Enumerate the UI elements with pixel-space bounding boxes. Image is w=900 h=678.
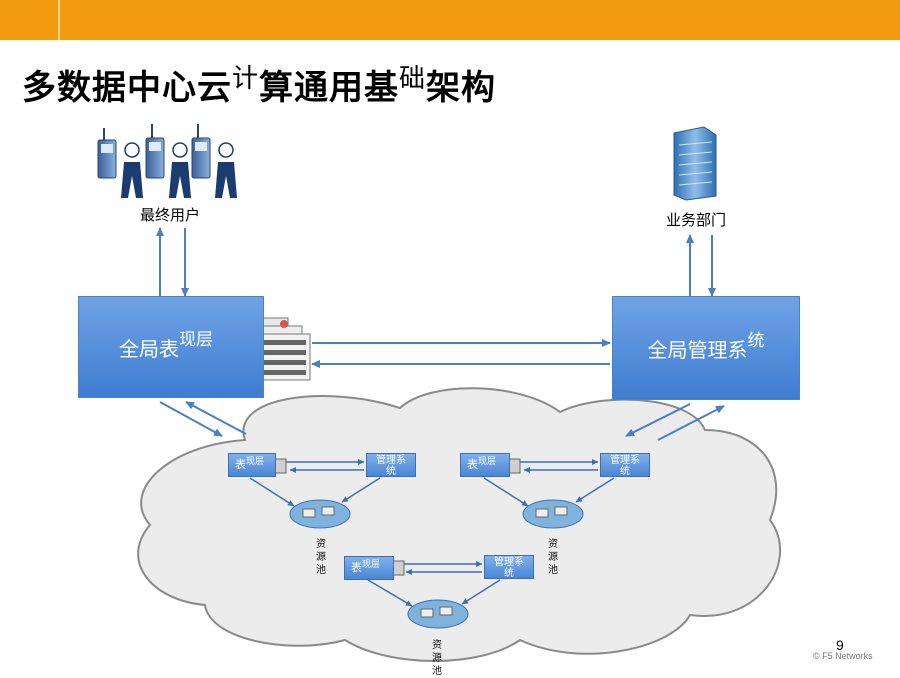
cluster-1-presentation-box: 表现层: [228, 453, 276, 477]
global-presentation-sup: 现层: [179, 329, 213, 349]
end-users-icon: [97, 124, 237, 198]
global-presentation-label: 全局表: [119, 338, 179, 361]
title-sup-2: 础: [399, 64, 427, 94]
person-icon: [215, 142, 237, 198]
cluster-1-pres-main: 表: [235, 458, 246, 471]
cluster-2-pres-main: 表: [467, 458, 478, 471]
title-part-2: 算通用基: [259, 68, 400, 108]
cluster-3-pool-label: 资源池: [432, 640, 442, 677]
header-divider: [58, 0, 60, 40]
title-part-3: 架构: [426, 68, 497, 108]
office-building-icon: [673, 126, 717, 201]
top-arrows: [156, 227, 725, 441]
copyright-text: © F5 Networks: [813, 651, 873, 661]
page-number: 9: [836, 637, 844, 653]
page-title: 多数据中心云计算通用基础架构: [22, 60, 496, 109]
global-management-label: 全局管理系: [647, 339, 748, 362]
title-sup-1: 计: [232, 64, 260, 94]
header-bar: [0, 0, 900, 40]
global-management-sup: 统: [747, 330, 765, 350]
person-icon: [121, 142, 143, 198]
global-presentation-box: 全局表现层: [78, 296, 264, 398]
end-users-label: 最终用户: [140, 206, 201, 224]
network-cloud-icon: [522, 499, 584, 529]
cluster-3-pres-sup: 现层: [362, 558, 381, 569]
cluster-3-pres-main: 表: [351, 561, 362, 574]
business-dept-label: 业务部门: [666, 211, 727, 229]
cluster-2-pres-sup: 现层: [478, 455, 497, 466]
cluster-2-pool-label: 资源池: [548, 539, 558, 576]
person-icon: [169, 142, 191, 198]
mobile-phone-icon: [145, 124, 165, 179]
cluster-3-presentation-box: 表现层: [344, 556, 394, 580]
network-cloud-icon: [407, 599, 469, 629]
mobile-phone-icon: [97, 128, 117, 179]
cluster-2-management-box: 管理系统: [600, 453, 650, 477]
network-cloud-icon: [289, 499, 351, 529]
cluster-1-pres-sup: 现层: [246, 455, 265, 466]
cluster-2-presentation-box: 表现层: [460, 453, 510, 477]
mobile-phone-icon: [191, 124, 211, 179]
cluster-1-management-box: 管理系统: [366, 453, 416, 477]
global-management-box: 全局管理系统: [612, 296, 800, 400]
cluster-1-pool-label: 资源池: [316, 539, 326, 576]
title-part-1: 多数据中心云: [22, 68, 232, 108]
cluster-3-management-box: 管理系统: [484, 555, 534, 579]
